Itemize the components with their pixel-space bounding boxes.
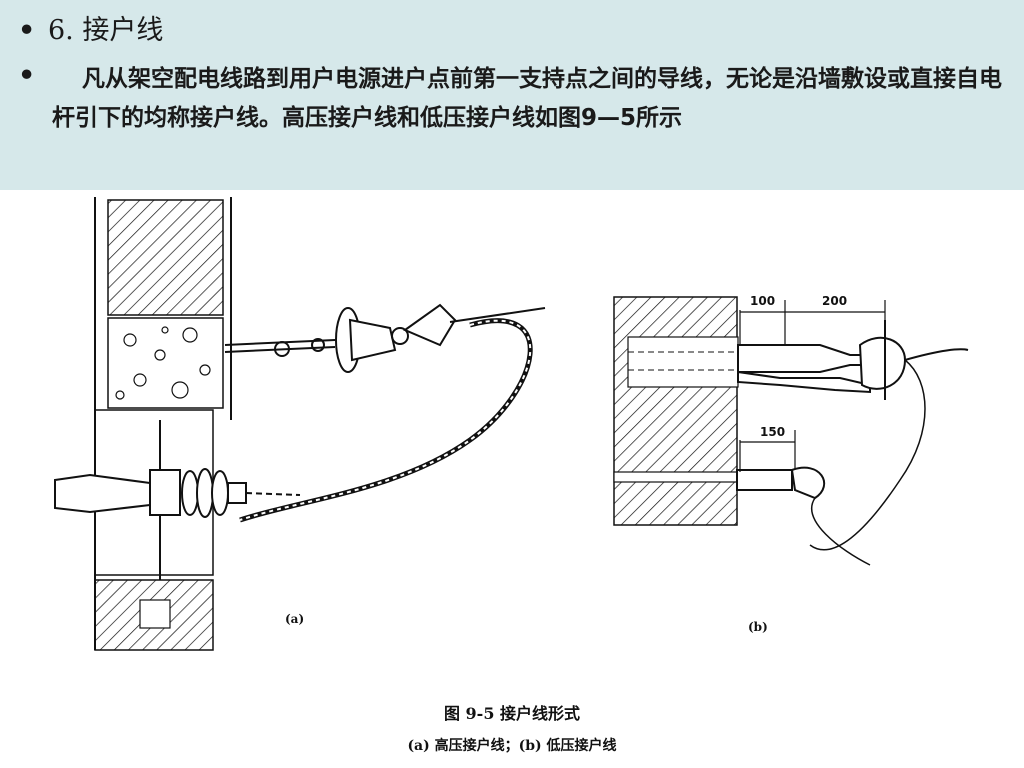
figure-label-a: (a) [285,612,305,626]
bracket-a [224,303,546,373]
bullet-icon: • [18,60,36,91]
dimension-lines-b [739,300,886,472]
bracket-b [737,320,969,551]
wall-a [94,197,232,651]
figure-label-b: (b) [748,620,768,634]
slide-header: • 6. 接户线 • 凡从架空配电线路到用户电源进户点前第一支持点之间的导线，无… [0,0,1024,190]
figure-caption-title: 图 9-5 接户线形式 [443,704,581,723]
slide-heading: 6. 接户线 [48,15,164,46]
service-pipe-b [736,466,871,566]
figure-caption-sub: (a) 高压接户线；(b) 低压接户线 [407,738,617,754]
slide-paragraph: 凡从架空配电线路到用户电源进户点前第一支持点之间的导线，无论是沿墙敷设或直接自电… [52,66,1002,131]
dimension-200: 200 [822,294,847,308]
figure-9-5-diagram: 100 200 150 [54,197,969,651]
wall-b [613,296,739,526]
bullet-icon: • [18,15,36,46]
dimension-100: 100 [750,294,775,308]
dimension-150: 150 [760,425,785,439]
wall-bushing-a [54,420,301,580]
